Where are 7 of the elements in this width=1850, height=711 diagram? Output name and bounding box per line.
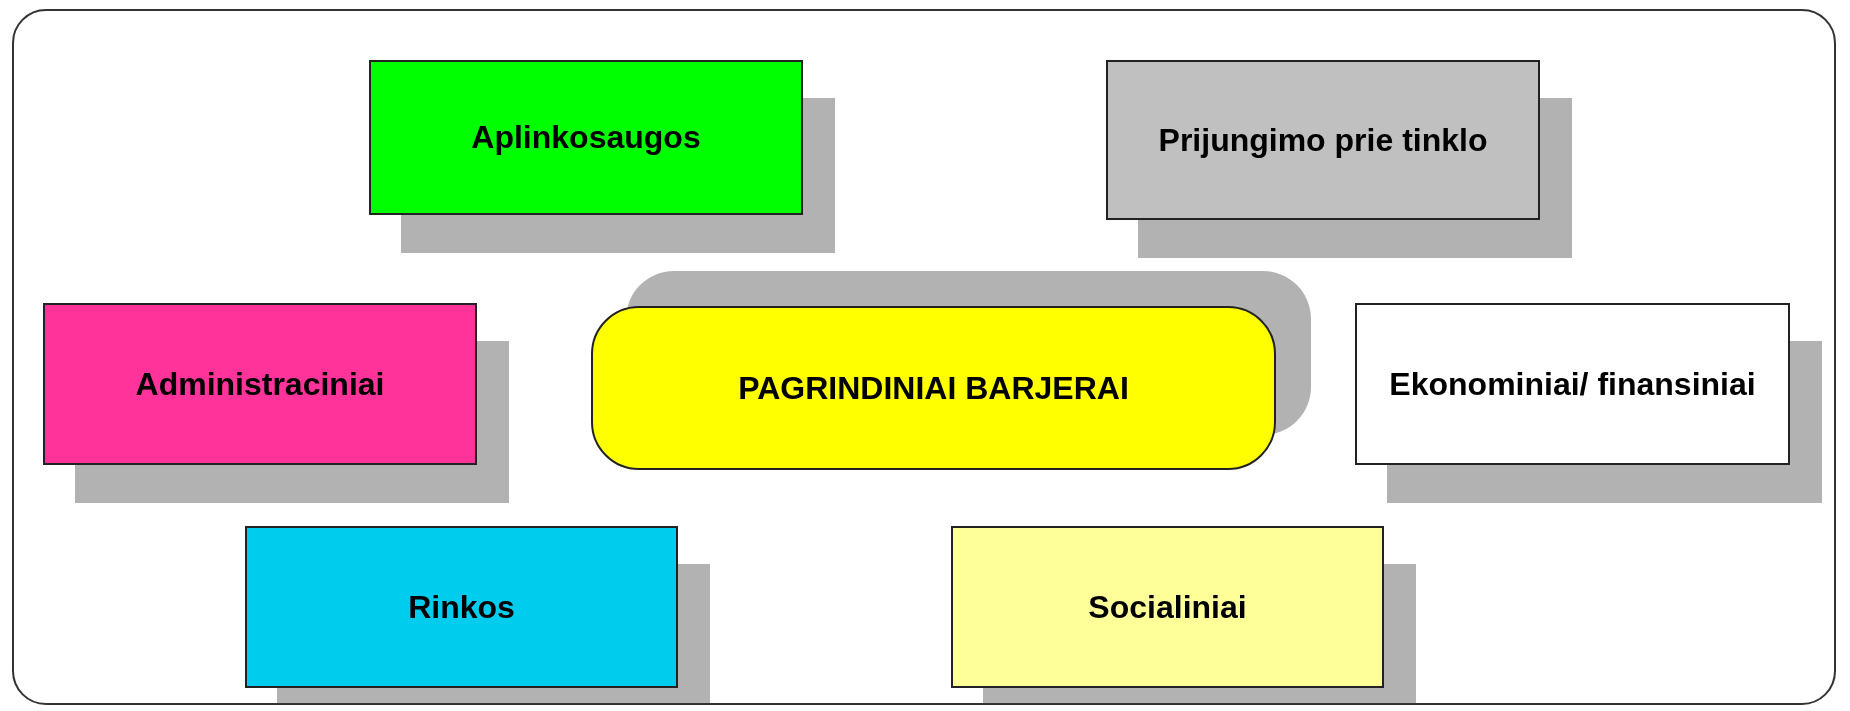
box-label: PAGRINDINIAI BARJERAI <box>737 368 1130 408</box>
box-label: Aplinkosaugos <box>470 118 702 157</box>
box-label: Socialiniai <box>1087 587 1248 627</box>
box-label: Administraciniai <box>134 364 386 404</box>
box-label: Ekonominiai/ finansiniai <box>1388 364 1757 404</box>
box-label: Rinkos <box>407 587 516 627</box>
box-label: Prijungimo prie tinklo <box>1157 120 1489 160</box>
